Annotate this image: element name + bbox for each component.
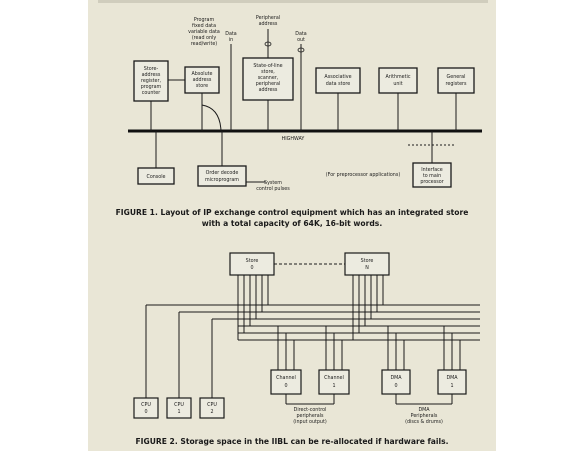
store-address-line-5: counter (142, 90, 160, 96)
associative-data-store-box (315, 67, 361, 94)
channel-0-index: 0 (284, 383, 287, 389)
peripheral-bus-marker (264, 41, 272, 47)
channel-1-index: 1 (332, 383, 335, 389)
state-line-5: address (259, 87, 278, 93)
dma-peripherals-line-1: DMA (418, 407, 430, 413)
cpu-2-label: CPU (207, 402, 217, 408)
store-0-connectors (237, 275, 269, 340)
store-0-label: Store (246, 258, 259, 264)
cpu-0-box (133, 397, 159, 419)
store-address-line-4: program (141, 84, 162, 90)
store-0-index: 0 (250, 265, 253, 271)
store-0-box (229, 252, 275, 276)
figure1-caption-line-2: with a total capacity of 64K, 16-bit wor… (202, 219, 383, 228)
document-page: HIGHWAY Store- address register, program… (88, 0, 496, 460)
store-address-line-2: address (142, 72, 161, 78)
state-line-2: store, (261, 69, 275, 75)
dma-0-label: DMA (390, 375, 402, 381)
dma-peripherals-line-3: (discs & drums) (405, 419, 443, 425)
system-pulses-line-2: control pulses (256, 186, 290, 192)
order-decode-box (197, 165, 247, 187)
figure1-diagram: HIGHWAY Store- address register, program… (98, 0, 488, 228)
cpu-2-index: 2 (210, 409, 213, 415)
device-connectors (277, 326, 461, 370)
store-n-box (344, 252, 390, 276)
dma-0-box (381, 369, 411, 395)
store-n-index: N (365, 265, 369, 271)
state-line-3: scanner, (258, 75, 279, 81)
absolute-line-1: Absolute (192, 71, 213, 77)
program-label-line-1: Program (194, 17, 215, 23)
channel-1-box (318, 369, 350, 395)
dma-0-index: 0 (394, 383, 397, 389)
figure2-bus-lines (146, 304, 480, 341)
absolute-address-store-box (184, 66, 220, 94)
general-registers-line-1: General (447, 74, 466, 80)
dma-peripherals-line-2: Peripherals (411, 413, 438, 419)
program-label-line-4: (read only (192, 35, 217, 41)
store-n-label: Store (361, 258, 374, 264)
cpu-1-index: 1 (177, 409, 180, 415)
console-label: Console (146, 174, 165, 180)
direct-control-line-3: (input output) (293, 419, 327, 425)
store-n-connectors (352, 275, 384, 340)
program-label-line-5: read/write) (191, 41, 217, 47)
channel-0-box (270, 369, 302, 395)
channel-0-label: Channel (276, 375, 296, 381)
data-out-bus-marker (297, 47, 305, 53)
state-line-1: State-of-line (253, 63, 282, 69)
figure2-diagram: Store 0 Store N (133, 252, 480, 446)
figure2-caption: FIGURE 2. Storage space in the IIBL can … (135, 437, 448, 446)
peripheral-address-line-1: Peripheral (256, 15, 280, 21)
cpu-1-box (166, 397, 192, 419)
store-address-line-1: Store- (144, 66, 159, 72)
absolute-line-3: store (196, 83, 208, 89)
data-in-line-1: Data (225, 31, 237, 37)
associative-line-2: data store (326, 81, 351, 87)
diagram-canvas: HIGHWAY Store- address register, program… (98, 0, 488, 446)
interface-line-1: Interface (421, 167, 443, 173)
general-registers-line-2: registers (446, 81, 467, 87)
preprocessor-note: (For preprocessor applications) (326, 172, 401, 178)
data-in-line-2: in (229, 37, 233, 43)
channel-1-label: Channel (324, 375, 344, 381)
interface-line-2: to main (423, 173, 441, 179)
state-line-4: peripheral (256, 81, 281, 87)
cpu-2-box (199, 397, 225, 419)
data-out-line-2: out (297, 37, 305, 43)
peripheral-address-line-2: address (259, 21, 278, 27)
arithmetic-line-2: unit (393, 81, 402, 87)
system-pulses-line-1: System (264, 180, 282, 186)
dma-1-box (437, 369, 467, 395)
highway-label: HIGHWAY (282, 136, 305, 142)
page-bottom-margin (0, 451, 580, 460)
order-decode-line-2: microprogram (205, 177, 239, 183)
cpu-0-index: 0 (144, 409, 147, 415)
direct-control-line-1: Direct-control (294, 407, 327, 413)
store-address-line-3: register, (141, 78, 161, 84)
data-out-line-1: Data (295, 31, 307, 37)
program-label-line-3: variable data (188, 29, 220, 35)
associative-line-1: Associative (324, 74, 351, 80)
cpu-0-label: CPU (141, 402, 151, 408)
dma-1-index: 1 (450, 383, 453, 389)
top-text-fragment (98, 0, 488, 3)
direct-control-line-2: peripherals (296, 413, 324, 419)
arithmetic-line-1: Arithmetic (386, 74, 411, 80)
interface-line-3: processor (420, 179, 443, 185)
connector-absolute-curve (201, 104, 222, 132)
cpu-1-label: CPU (174, 402, 184, 408)
program-label-line-2: fixed data (192, 23, 216, 29)
arithmetic-unit-box (378, 67, 418, 94)
absolute-line-2: address (193, 77, 212, 83)
order-decode-line-1: Order decode (206, 170, 239, 176)
figure1-caption-line-1: FIGURE 1. Layout of IP exchange control … (116, 208, 469, 217)
dma-1-label: DMA (446, 375, 458, 381)
general-registers-box (437, 67, 475, 94)
